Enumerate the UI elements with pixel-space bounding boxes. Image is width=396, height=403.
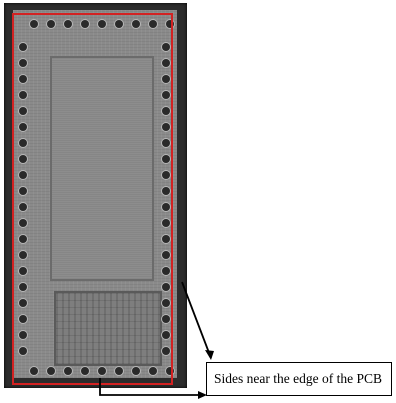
bond-pad <box>162 91 170 99</box>
bond-pad <box>64 20 72 28</box>
bond-pad <box>162 267 170 275</box>
bond-pad <box>19 267 27 275</box>
bond-pad <box>30 20 38 28</box>
bracket-pointer-line <box>99 378 200 396</box>
chip-die-image <box>4 3 187 388</box>
bond-pad <box>19 251 27 259</box>
bond-pad <box>19 347 27 355</box>
bond-pad <box>19 203 27 211</box>
bond-pad <box>19 235 27 243</box>
bond-pad <box>162 331 170 339</box>
bond-pad <box>115 20 123 28</box>
bond-pad <box>166 367 174 375</box>
highlight-outline <box>12 13 173 385</box>
bond-pad <box>19 283 27 291</box>
bond-pad <box>19 171 27 179</box>
callout-label: Sides near the edge of the PCB <box>206 362 392 396</box>
bond-pad <box>162 251 170 259</box>
bond-pad <box>81 367 89 375</box>
bond-pad <box>19 91 27 99</box>
bond-pad <box>162 171 170 179</box>
bond-pad <box>162 235 170 243</box>
bond-pad <box>162 107 170 115</box>
bond-pad <box>19 187 27 195</box>
bond-pad <box>132 367 140 375</box>
bond-pad <box>162 187 170 195</box>
bond-pad <box>19 331 27 339</box>
bond-pad <box>149 367 157 375</box>
bond-pad <box>162 75 170 83</box>
bond-pad <box>162 347 170 355</box>
bond-pad <box>19 107 27 115</box>
bond-pad <box>162 299 170 307</box>
pointer-arrow-line <box>181 281 212 359</box>
bond-pad <box>166 20 174 28</box>
bond-pad <box>162 59 170 67</box>
bond-pad <box>162 219 170 227</box>
bond-pad <box>19 59 27 67</box>
bond-pad <box>19 75 27 83</box>
bond-pad <box>47 20 55 28</box>
bond-pad <box>19 155 27 163</box>
bond-pad <box>19 315 27 323</box>
bond-pad <box>162 203 170 211</box>
bond-pad <box>19 219 27 227</box>
bond-pad <box>98 367 106 375</box>
bond-pad <box>162 283 170 291</box>
bond-pad <box>47 367 55 375</box>
pointer-arrow-head <box>205 350 214 360</box>
bond-pad <box>162 123 170 131</box>
bond-pad <box>19 123 27 131</box>
bond-pad <box>98 20 106 28</box>
bond-pad <box>162 139 170 147</box>
bond-pad <box>81 20 89 28</box>
bond-pad <box>64 367 72 375</box>
bond-pad <box>115 367 123 375</box>
bond-pad <box>19 299 27 307</box>
bond-pad <box>19 43 27 51</box>
bond-pad <box>30 367 38 375</box>
bond-pad <box>162 43 170 51</box>
bond-pad <box>19 139 27 147</box>
bond-pad <box>162 315 170 323</box>
memory-core-region <box>50 56 154 281</box>
bond-pad <box>149 20 157 28</box>
bond-pad <box>132 20 140 28</box>
bracket-arrow-head <box>198 391 207 399</box>
logic-block-region <box>54 291 162 366</box>
bond-pad <box>162 155 170 163</box>
